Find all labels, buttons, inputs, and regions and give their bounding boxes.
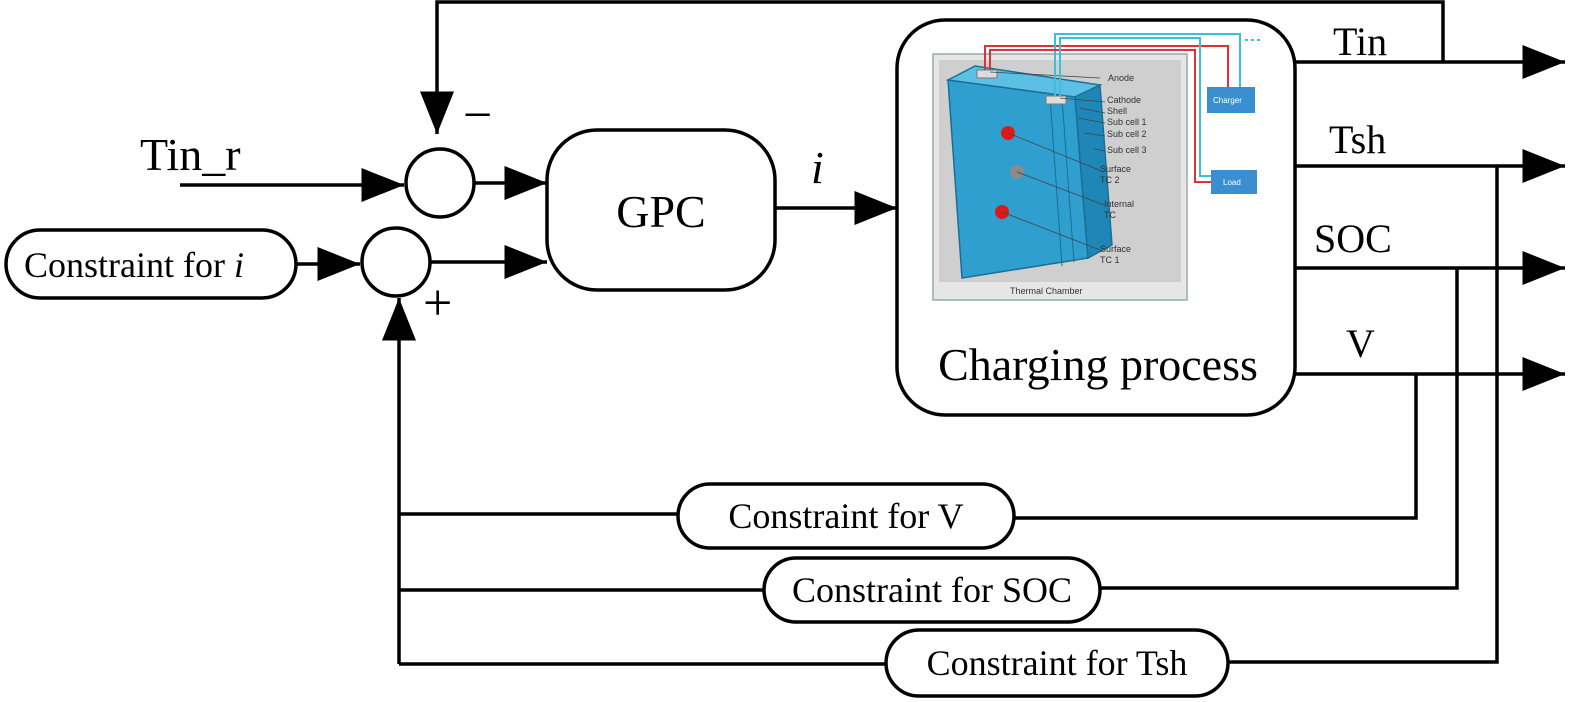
gpc-block [545, 128, 777, 292]
feedback-v-line [1014, 374, 1418, 520]
svg-text:Sub cell 2: Sub cell 2 [1107, 129, 1147, 139]
output-label-soc: SOC [1314, 216, 1392, 261]
svg-text:TC: TC [1104, 210, 1116, 220]
svg-text:Thermal Chamber: Thermal Chamber [1010, 286, 1083, 296]
gpc-label: GPC [616, 186, 705, 237]
charging-process-label: Charging process [938, 339, 1258, 390]
feedback-tin-line [420, 0, 1445, 134]
minus-sign: − [463, 87, 492, 144]
svg-text:Load: Load [1223, 178, 1241, 187]
constraint-v-block [676, 482, 1016, 550]
constraint-soc-label: Constraint for SOC [792, 570, 1072, 610]
svg-text:TC 2: TC 2 [1100, 175, 1120, 185]
output-label-v: V [1346, 321, 1375, 366]
control-signal-label: i [811, 142, 824, 193]
output-label-tsh: Tsh [1329, 117, 1386, 162]
plus-sign: + [423, 275, 452, 332]
constraint-i-label: Constraint for i [24, 245, 244, 285]
reference-label: Tin_r [140, 129, 241, 180]
svg-text:Sub cell 3: Sub cell 3 [1107, 145, 1147, 155]
constraint-tsh-label: Constraint for Tsh [927, 643, 1188, 683]
svg-text:Surface: Surface [1100, 244, 1131, 254]
svg-text:Cathode: Cathode [1107, 95, 1141, 105]
svg-text:Charger: Charger [1213, 96, 1242, 105]
output-label-tin: Tin [1333, 19, 1387, 64]
svg-text:Shell: Shell [1107, 106, 1127, 116]
svg-text:Surface: Surface [1100, 164, 1131, 174]
svg-text:TC 1: TC 1 [1100, 255, 1120, 265]
svg-text:Anode: Anode [1108, 73, 1134, 83]
feedback-tsh-line [1228, 166, 1499, 664]
feedback-soc-line [1100, 268, 1459, 590]
constraint-v-label: Constraint for V [728, 496, 963, 536]
battery-image: Anode Cathode Shell Sub cell 1 Sub cell … [932, 33, 1262, 301]
summing-junction-top [404, 147, 476, 219]
svg-text:Internal: Internal [1104, 199, 1134, 209]
svg-text:Sub cell 1: Sub cell 1 [1107, 117, 1147, 127]
summing-junction-bottom [360, 226, 432, 298]
